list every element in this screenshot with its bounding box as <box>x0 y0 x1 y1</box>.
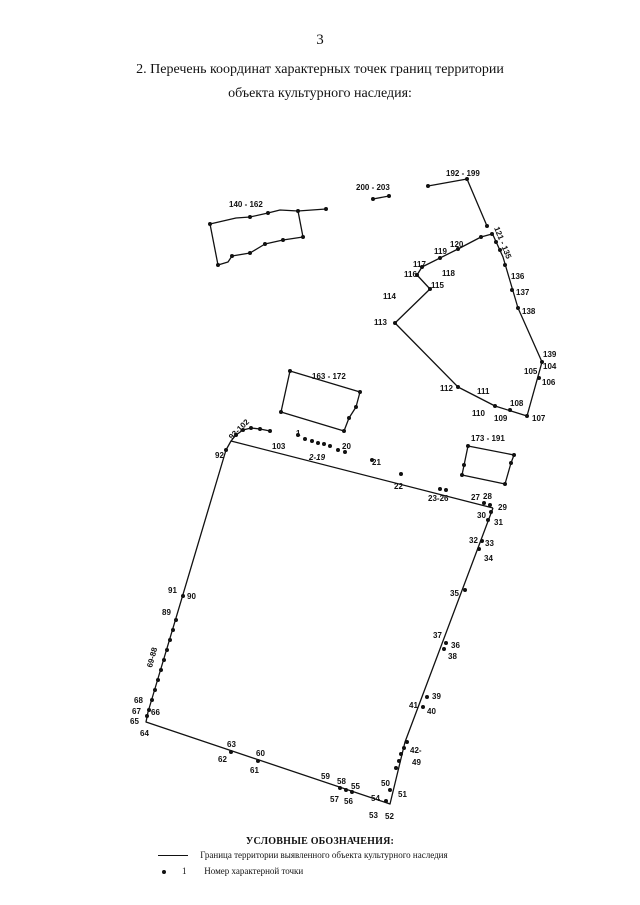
point-label: 138 <box>522 307 536 316</box>
legend-boundary-label: Граница территории выявленного объекта к… <box>200 850 448 860</box>
point-label: 192 - 199 <box>446 169 480 178</box>
point-label: 56 <box>344 797 353 806</box>
legend-point-number: 1 <box>182 866 187 876</box>
point-label: 114 <box>383 292 396 301</box>
point-label: 59 <box>321 772 330 781</box>
point-label: 60 <box>256 749 265 758</box>
point-label: 200 - 203 <box>356 183 390 192</box>
point-label: 31 <box>494 518 503 527</box>
contour-192-199-line <box>427 178 488 227</box>
point-label: 64 <box>140 729 149 738</box>
point-label: 38 <box>448 652 457 661</box>
point-label: 173 - 191 <box>471 434 505 443</box>
point-label: 36 <box>451 641 460 650</box>
page-title-line-2: объекта культурного наследия: <box>228 86 412 101</box>
point-label: 137 <box>516 288 530 297</box>
point-label: 69-88 <box>145 646 159 669</box>
north-east-boundary-line <box>394 233 543 417</box>
point-label: 32 <box>469 536 478 545</box>
contour-140-162-line <box>209 209 304 266</box>
point-label: 37 <box>433 631 442 640</box>
legend-boundary-row: Граница территории выявленного объекта к… <box>150 850 448 860</box>
point-label: 89 <box>162 608 171 617</box>
point-label: 113 <box>374 318 387 327</box>
page-title-line-1: 2. Перечень координат характерных точек … <box>136 62 504 77</box>
point-label: 61 <box>250 766 259 775</box>
point-label: 163 - 172 <box>312 372 346 381</box>
legend-point-row: 1 Номер характерной точки <box>150 866 303 876</box>
legend-point-symbol: 1 <box>162 866 200 876</box>
point-label: 1 <box>296 429 301 438</box>
legend-boundary-line-symbol <box>158 855 188 857</box>
point-label: 116 <box>404 270 417 279</box>
point-label: 42- <box>410 746 422 755</box>
point-label: 40 <box>427 707 436 716</box>
contour-173-191-line <box>461 445 515 485</box>
point-label: 115 <box>431 281 444 290</box>
point-label: 136 <box>511 272 525 281</box>
point-label: 35 <box>450 589 459 598</box>
point-label: 58 <box>337 777 346 786</box>
point-label: 112 <box>440 384 453 393</box>
point-label: 103 <box>272 442 286 451</box>
characteristic-points <box>145 177 544 803</box>
point-label: 105 <box>524 367 538 376</box>
page-number: 3 <box>316 32 324 48</box>
point-label: 139 <box>543 350 557 359</box>
point-label: 62 <box>218 755 227 764</box>
point-label: 104 <box>543 362 557 371</box>
point-label: 92 <box>215 451 224 460</box>
point-label: 27 <box>471 493 480 502</box>
point-label: 21 <box>372 458 381 467</box>
point-label: 106 <box>542 378 556 387</box>
point-label: 55 <box>351 782 360 791</box>
point-label: 39 <box>432 692 441 701</box>
point-label: 52 <box>385 812 394 821</box>
point-label: 23-26 <box>428 494 449 503</box>
point-label: 41 <box>409 701 418 710</box>
point-label: 67 <box>132 707 141 716</box>
point-label: 20 <box>342 442 351 451</box>
contour-200-203-line <box>372 195 390 200</box>
point-label: 50 <box>381 779 390 788</box>
point-label: 119 <box>434 247 447 256</box>
point-label: 51 <box>398 790 407 799</box>
contour-140-162-tail <box>297 208 327 212</box>
point-label: 120 <box>450 240 464 249</box>
point-label: 28 <box>483 492 492 501</box>
point-label: 63 <box>227 740 236 749</box>
point-label: 33 <box>485 539 494 548</box>
point-label: 109 <box>494 414 508 423</box>
point-label: 2-19 <box>308 453 326 462</box>
point-label: 117 <box>413 260 426 269</box>
point-label: 110 <box>472 409 485 418</box>
point-label: 57 <box>330 795 339 804</box>
point-label: 107 <box>532 414 546 423</box>
point-labels: 1 2-19 20 21 22 23-26 27 28 29 30 31 32 … <box>130 169 557 821</box>
point-label: 54 <box>371 794 380 803</box>
point-label: 91 <box>168 586 177 595</box>
point-label: 29 <box>498 503 507 512</box>
point-label: 108 <box>510 399 524 408</box>
point-label: 118 <box>442 269 455 278</box>
legend-point-label: Номер характерной точки <box>204 866 304 876</box>
legend-point-dot <box>162 869 166 874</box>
point-label: 111 <box>477 387 490 396</box>
point-label: 66 <box>151 708 160 717</box>
point-label: 140 - 162 <box>229 200 263 209</box>
point-label: 53 <box>369 811 378 820</box>
point-label: 65 <box>130 717 139 726</box>
point-label: 34 <box>484 554 493 563</box>
point-label: 90 <box>187 592 196 601</box>
legend-title: УСЛОВНЫЕ ОБОЗНАЧЕНИЯ: <box>245 836 395 847</box>
point-label: 68 <box>134 696 143 705</box>
point-label: 30 <box>477 511 486 520</box>
point-label: 49 <box>412 758 421 767</box>
point-label: 22 <box>394 482 403 491</box>
